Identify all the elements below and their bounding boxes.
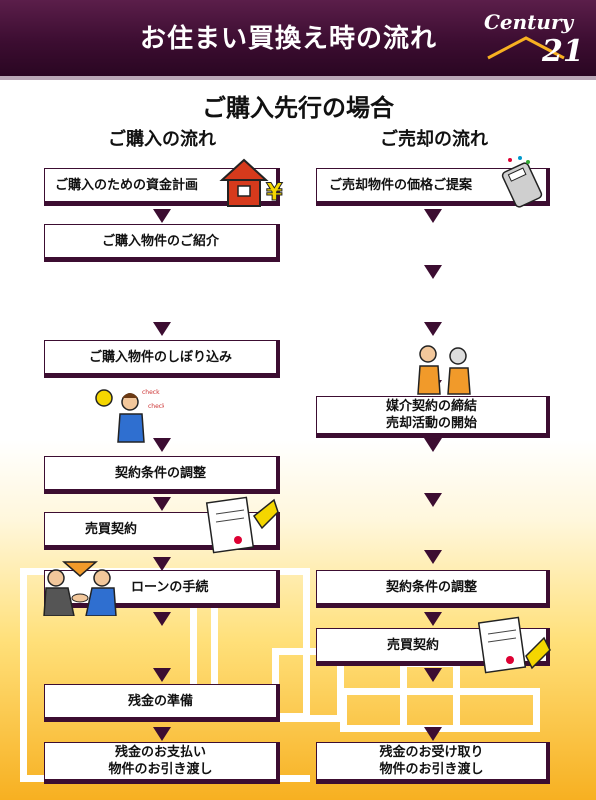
- step-label: ご購入物件のしぼり込み: [88, 349, 232, 365]
- left-column-title: ご購入の流れ: [108, 129, 216, 150]
- step-label: 売買契約: [85, 521, 138, 537]
- step-receipt-handover: 残金のお受け取り 物件のお引き渡し: [316, 742, 550, 784]
- flow-arrow: [153, 497, 171, 511]
- step-label: 契約条件の調整: [114, 465, 206, 481]
- step-contract-terms: 契約条件の調整: [44, 456, 280, 494]
- century21-logo: Century 21: [484, 10, 584, 70]
- step-label: ご購入物件のご紹介: [101, 233, 219, 249]
- step-payment-handover: 残金のお支払い 物件のお引き渡し: [44, 742, 280, 784]
- step-label: 残金のお支払い 物件のお引き渡し: [108, 745, 213, 777]
- logo-roof-icon: [487, 36, 565, 60]
- subtitle: ご購入先行の場合: [202, 94, 394, 122]
- step-label: ご売却物件の価格ご提案: [329, 177, 473, 193]
- flow-arrow: [153, 557, 171, 571]
- svg-text:check: check: [142, 389, 160, 396]
- flow-arrow: [424, 209, 442, 223]
- step-balance-prep: 残金の準備: [44, 684, 280, 722]
- logo-word: Century: [484, 10, 574, 34]
- svg-text:¥: ¥: [266, 178, 283, 206]
- svg-text:check: check: [148, 403, 164, 410]
- flow-arrow: [424, 322, 442, 336]
- flow-arrow: [153, 209, 171, 223]
- flow-arrow: [153, 727, 171, 741]
- step-label: ご購入のための資金計画: [55, 177, 199, 193]
- logo-number: 21: [542, 34, 584, 69]
- right-column-title: ご売却の流れ: [380, 129, 488, 150]
- flow-arrow: [424, 612, 442, 626]
- contract-sign-icon: [478, 616, 551, 674]
- calculator-icon: [501, 156, 543, 208]
- step-label: 売買契約: [387, 637, 440, 653]
- flow-arrow: [424, 265, 442, 279]
- step-property-narrowing: ご購入物件のしぼり込み: [44, 340, 280, 378]
- flow-arrow: [424, 438, 442, 452]
- consultation-icon: [417, 345, 471, 395]
- flow-arrow: [153, 438, 171, 452]
- flow-arrow: [424, 493, 442, 507]
- flow-arrow: [153, 612, 171, 626]
- pipe-decoration: [190, 600, 218, 700]
- step-label: ローンの手続: [131, 579, 209, 595]
- woman-idea-icon: check check: [95, 389, 164, 443]
- step-label: 媒介契約の締結 売却活動の開始: [385, 399, 477, 431]
- step-property-intro: ご購入物件のご紹介: [44, 224, 280, 262]
- page-title: お住まい買換え時の流れ: [140, 24, 438, 54]
- step-contract-terms-sell: 契約条件の調整: [316, 570, 550, 608]
- step-label: 契約条件の調整: [385, 579, 477, 595]
- flow-arrow: [153, 668, 171, 682]
- flow-arrow: [424, 550, 442, 564]
- flow-arrow: [153, 322, 171, 336]
- step-label: 残金の準備: [127, 693, 193, 709]
- flow-arrow: [424, 668, 442, 682]
- handshake-icon: [43, 561, 117, 616]
- header-banner: お住まい買換え時の流れ Century 21: [0, 0, 596, 80]
- step-label: 残金のお受け取り 物件のお引き渡し: [379, 745, 484, 777]
- step-brokerage-contract: 媒介契約の締結 売却活動の開始: [316, 396, 550, 438]
- flow-arrow: [424, 727, 442, 741]
- contract-sign-icon: [205, 496, 279, 554]
- house-yen-icon: ¥: [219, 158, 284, 207]
